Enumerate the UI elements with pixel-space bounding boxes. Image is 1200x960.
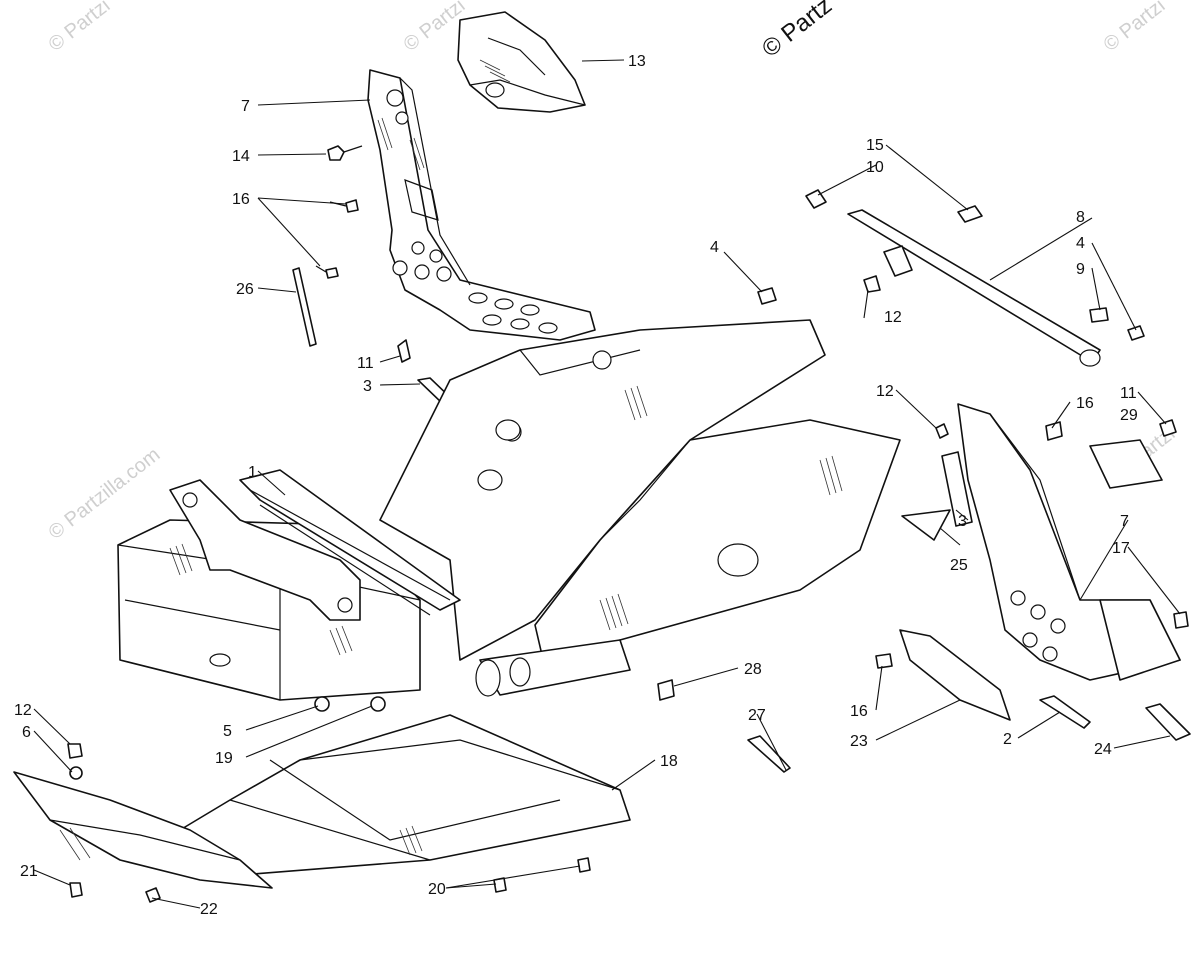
hardware-under-frame bbox=[314, 679, 791, 773]
callout-3-right: 3 bbox=[958, 513, 967, 530]
callout-24: 24 bbox=[1094, 741, 1112, 758]
rivet-16-lower bbox=[325, 267, 339, 279]
watermark-main: © Partz bbox=[757, 0, 837, 63]
callout-16-lower: 16 bbox=[850, 703, 868, 720]
callout-26: 26 bbox=[236, 281, 254, 298]
rivet-16-lower-right bbox=[875, 653, 893, 669]
nut-19 bbox=[370, 696, 386, 712]
callout-18: 18 bbox=[660, 753, 678, 770]
part-7-right-steering-support bbox=[901, 403, 1189, 681]
callout-6: 6 bbox=[22, 724, 31, 741]
clamp-8 bbox=[883, 245, 913, 277]
callout-11-right: 11 bbox=[1120, 385, 1137, 402]
plate-25 bbox=[901, 509, 951, 541]
callout-5: 5 bbox=[223, 723, 232, 740]
nut-5 bbox=[314, 696, 330, 712]
callout-16-left: 16 bbox=[232, 191, 250, 208]
callout-22: 22 bbox=[200, 901, 218, 918]
callout-28: 28 bbox=[744, 661, 762, 678]
callout-2: 2 bbox=[1003, 731, 1012, 748]
strip-3-right bbox=[941, 451, 973, 527]
nut-10 bbox=[805, 189, 827, 209]
rivet-27 bbox=[747, 735, 791, 773]
leader-lines bbox=[33, 59, 1181, 909]
nut-12-post bbox=[863, 275, 881, 293]
screw-14 bbox=[327, 145, 345, 161]
screw-20-right bbox=[577, 857, 591, 873]
rivet-4-center bbox=[757, 287, 777, 305]
part-8-steering-post bbox=[757, 189, 1145, 367]
callout-25: 25 bbox=[950, 557, 968, 574]
rivet-4-right bbox=[1127, 325, 1145, 341]
callout-27: 27 bbox=[748, 707, 766, 724]
callout-16-right: 16 bbox=[1076, 395, 1094, 412]
callout-14: 14 bbox=[232, 148, 250, 165]
watermark-top-right: © Partzi bbox=[1100, 0, 1170, 56]
callout-7-right: 7 bbox=[1120, 513, 1129, 530]
screw-22 bbox=[145, 887, 161, 903]
callout-12-post: 12 bbox=[884, 309, 902, 326]
plate-23 bbox=[899, 629, 1011, 721]
rivet-17 bbox=[1173, 611, 1189, 629]
callout-17: 17 bbox=[1112, 540, 1130, 557]
callout-15: 15 bbox=[866, 137, 884, 154]
callout-1: 1 bbox=[248, 464, 257, 481]
rivet-2 bbox=[1039, 695, 1091, 729]
bolt-21 bbox=[69, 882, 83, 898]
rivet-11-right bbox=[1159, 419, 1177, 437]
part-7-left-steering-support bbox=[367, 69, 596, 341]
callout-20: 20 bbox=[428, 881, 446, 898]
nut-12-bumper bbox=[67, 743, 83, 759]
callout-4-center: 4 bbox=[710, 239, 719, 256]
watermark-left: © Partzilla.com bbox=[45, 444, 165, 544]
callout-9: 9 bbox=[1076, 261, 1085, 278]
washer-6 bbox=[69, 766, 83, 780]
rivet-16-upper bbox=[345, 199, 359, 213]
part-18-belly-pan bbox=[179, 714, 631, 876]
bolt-9 bbox=[1089, 307, 1109, 323]
clip-28 bbox=[657, 679, 675, 701]
part-1-chassis-frame bbox=[117, 319, 901, 701]
callout-12-bumper: 12 bbox=[14, 702, 32, 719]
part-13-console-cover bbox=[457, 11, 586, 113]
callout-3-left: 3 bbox=[363, 378, 372, 395]
callout-23: 23 bbox=[850, 733, 868, 750]
front-bumper bbox=[13, 743, 591, 903]
bolt-15 bbox=[957, 205, 983, 223]
callout-4-right: 4 bbox=[1076, 235, 1085, 252]
callouts: 13 7 14 16 26 11 3 1 5 19 12 6 21 22 20 … bbox=[14, 53, 1138, 918]
callout-19: 19 bbox=[215, 750, 233, 767]
lower-right-parts bbox=[875, 629, 1191, 741]
bracket-24 bbox=[1145, 703, 1191, 741]
watermark-top-left: © Partzi bbox=[45, 0, 115, 56]
callout-29: 29 bbox=[1120, 407, 1138, 424]
callout-10: 10 bbox=[866, 159, 884, 176]
callout-7-left: 7 bbox=[241, 98, 250, 115]
callout-21: 21 bbox=[20, 863, 38, 880]
callout-11-left: 11 bbox=[357, 355, 374, 372]
pin-26 bbox=[292, 267, 317, 347]
nut-12-right bbox=[935, 423, 949, 439]
callout-12-right: 12 bbox=[876, 383, 894, 400]
bracket-29 bbox=[1089, 439, 1163, 489]
callout-13: 13 bbox=[628, 53, 646, 70]
rivet-11 bbox=[397, 339, 411, 363]
callout-8: 8 bbox=[1076, 209, 1085, 226]
